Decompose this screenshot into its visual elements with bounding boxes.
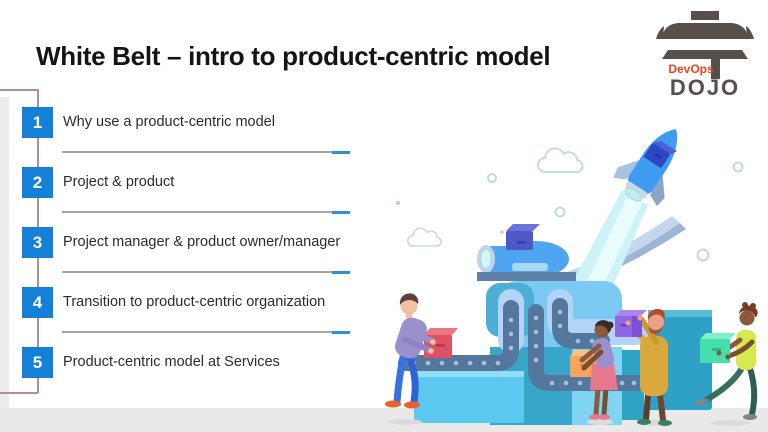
dot-icon <box>500 230 504 234</box>
agenda-label: Project & product <box>63 174 175 190</box>
bubble-icon <box>487 161 744 262</box>
divider-accent <box>332 270 350 274</box>
purple-box <box>615 310 647 337</box>
divider-accent <box>332 150 350 154</box>
cloud-icon <box>537 147 584 173</box>
dot-icon <box>396 201 400 205</box>
divider-rule <box>62 150 350 154</box>
cloud-icon <box>407 227 442 247</box>
illustration-canvas <box>385 129 758 426</box>
left-edge-strip <box>0 97 9 432</box>
agenda-label: Product-centric model at Services <box>63 354 280 370</box>
rocket-conveyor-illustration <box>378 98 768 432</box>
divider-accent <box>332 330 350 334</box>
connector-line <box>0 89 38 91</box>
agenda-number-tile: 3 <box>22 227 53 258</box>
agenda-label: Transition to product-centric organizati… <box>63 294 326 310</box>
divider-rule <box>62 330 350 334</box>
worker-holding-purple-box <box>615 309 672 426</box>
connector-line <box>0 392 38 394</box>
agenda-number-tile: 1 <box>22 107 53 138</box>
rocket <box>613 129 678 207</box>
agenda-number-tile: 4 <box>22 287 53 318</box>
devops-dojo-logo: DevOps DOJO <box>655 6 755 102</box>
divider-rule <box>62 270 350 274</box>
slide-title: White Belt – intro to product-centric mo… <box>36 41 551 72</box>
worker-carrying-green-box <box>695 302 758 420</box>
worker-pushing-red-box <box>385 293 436 409</box>
agenda-label: Project manager & product owner/manager <box>63 234 341 250</box>
green-box <box>700 333 736 363</box>
exhaust-trail <box>570 190 648 298</box>
agenda-label: Why use a product-centric model <box>63 114 275 130</box>
cannon-machine <box>477 224 576 281</box>
divider-rule <box>62 210 350 214</box>
logo-line2: DOJO <box>670 75 740 100</box>
logo-line1: DevOps <box>668 62 714 76</box>
divider-accent <box>332 210 350 214</box>
worker-lifting-orange-box <box>579 320 618 420</box>
agenda-number-tile: 2 <box>22 167 53 198</box>
agenda-number-tile: 5 <box>22 347 53 378</box>
torii-gate-icon: DevOps DOJO <box>656 11 754 100</box>
